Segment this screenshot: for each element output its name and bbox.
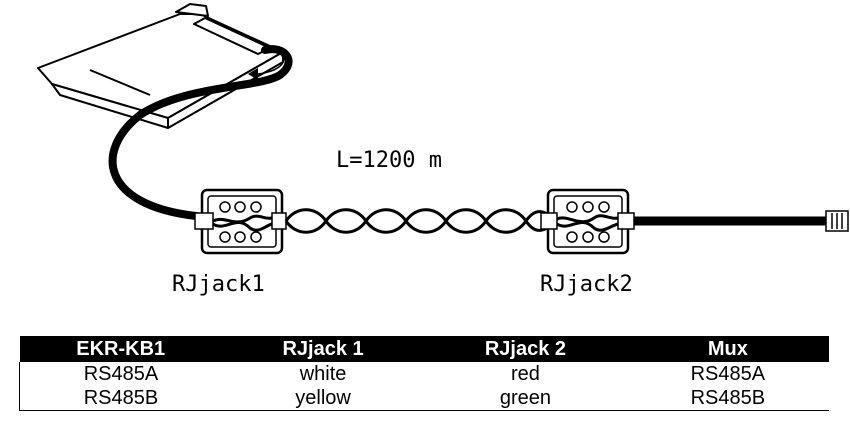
ekr-kb1-keyboard [37,3,284,129]
cable-length-label: L=1200 m [336,148,442,173]
table-cell: red [510,363,540,385]
table-cell: RS485A [690,363,766,385]
wiring-table: EKR-KB1 RJjack 1 RJjack 2 Mux RS485A whi… [18,336,830,411]
rjjack2-label: RJjack2 [540,272,633,297]
keyboard-cable [108,45,293,220]
cable-wiring-diagram: L=1200 m RJjack1 RJjack2 [37,3,849,297]
table-cell: white [299,363,347,385]
table-cell: green [424,386,627,411]
table-header: RJjack 2 [424,336,627,362]
table-row: RS485A white red RS485A [18,362,830,386]
table-header: RJjack 1 [221,336,425,362]
table-cell: RS485B [18,386,222,411]
rjjack2-connector [540,188,635,255]
rj-plug [825,210,849,232]
table-header-row: EKR-KB1 RJjack 1 RJjack 2 Mux [19,336,829,362]
table-cell: RS485B [626,386,829,411]
cable-arrow [248,68,258,80]
table-cell: yellow [221,386,425,411]
rjjack1-connector [194,188,287,255]
table-header: Mux [626,336,829,362]
table-row: RS485B yellow green RS485B [18,386,829,411]
table-cell: RS485A [18,362,222,386]
twisted-pair-cable [284,208,554,234]
rjjack1-label: RJjack1 [172,272,265,297]
table-header: EKR-KB1 [19,336,222,362]
